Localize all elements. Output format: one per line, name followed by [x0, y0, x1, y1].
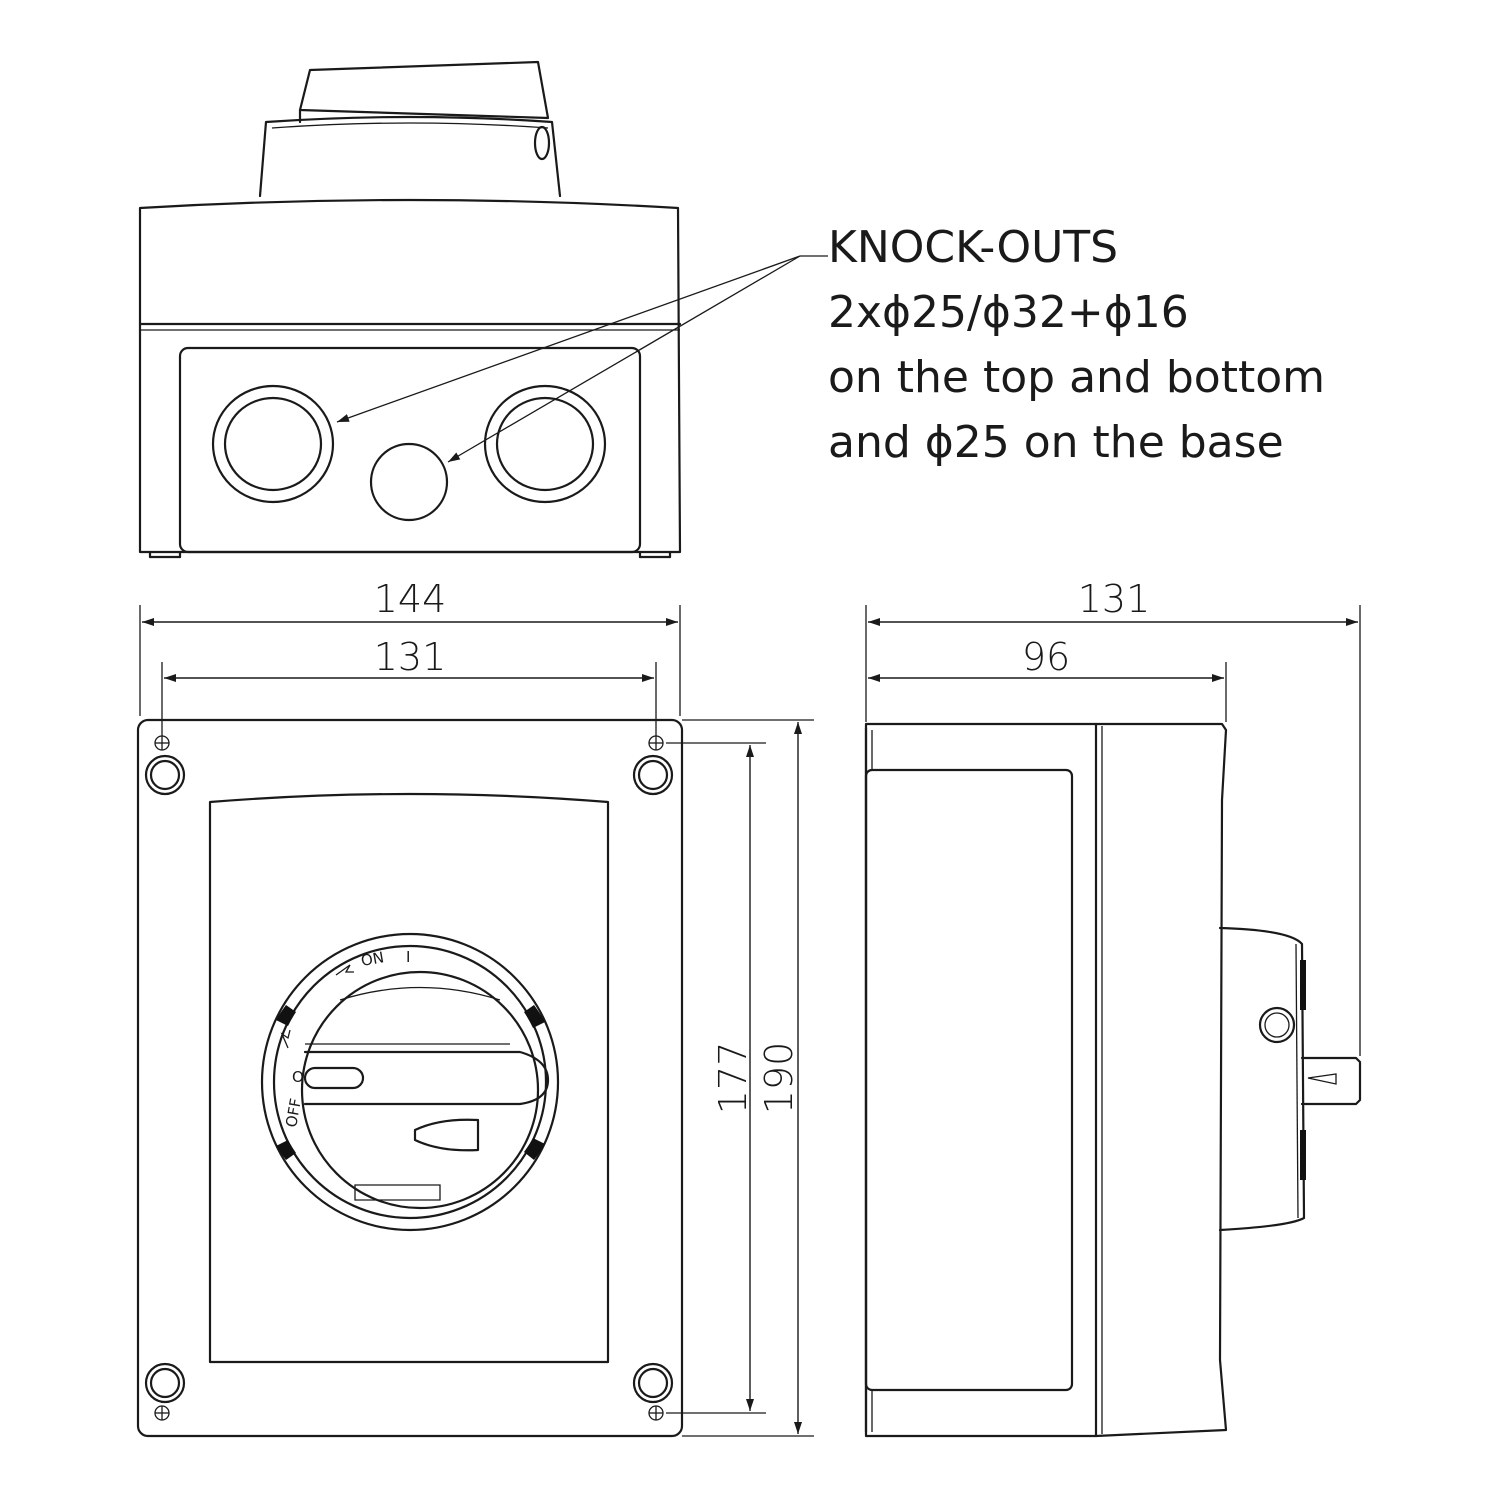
top-view [138, 60, 828, 559]
note-line-1: KNOCK-OUTS [828, 222, 1118, 273]
screw-bottom-left [144, 1362, 186, 1421]
off-label: OFF [282, 1097, 305, 1129]
dim-side-total-131: 131 [1078, 577, 1151, 621]
on-symbol: I [406, 948, 410, 966]
knockout-left [211, 384, 335, 504]
arrow-icon [335, 964, 354, 976]
knockouts-note: KNOCK-OUTS 2xϕ25/ϕ32+ϕ16 on the top and … [828, 222, 1325, 468]
rotary-switch: ON I OFF O [260, 932, 560, 1232]
front-dimensions: 144 131 177 190 [139, 577, 814, 1437]
front-view: ON I OFF O [136, 718, 684, 1438]
screw-top-left [144, 735, 186, 796]
note-line-3: on the top and bottom [828, 352, 1325, 403]
screw-bottom-right [632, 1362, 674, 1421]
dim-front-height-177: 177 [711, 1042, 755, 1115]
dim-front-height-190: 190 [757, 1042, 801, 1115]
side-view [864, 722, 1362, 1438]
dim-side-body-96: 96 [1022, 635, 1070, 679]
knockout-right [483, 384, 607, 504]
on-label: ON [360, 948, 386, 970]
off-symbol: O [292, 1068, 304, 1086]
note-line-4: and ϕ25 on the base [828, 417, 1284, 468]
screw-top-right [632, 735, 674, 796]
note-line-2: 2xϕ25/ϕ32+ϕ16 [828, 287, 1189, 338]
arrow-icon [280, 1029, 291, 1049]
side-dimensions: 131 96 [865, 577, 1361, 1056]
dim-front-width-131: 131 [374, 635, 447, 679]
knockout-center [369, 442, 449, 522]
dim-front-width-144: 144 [374, 577, 447, 621]
